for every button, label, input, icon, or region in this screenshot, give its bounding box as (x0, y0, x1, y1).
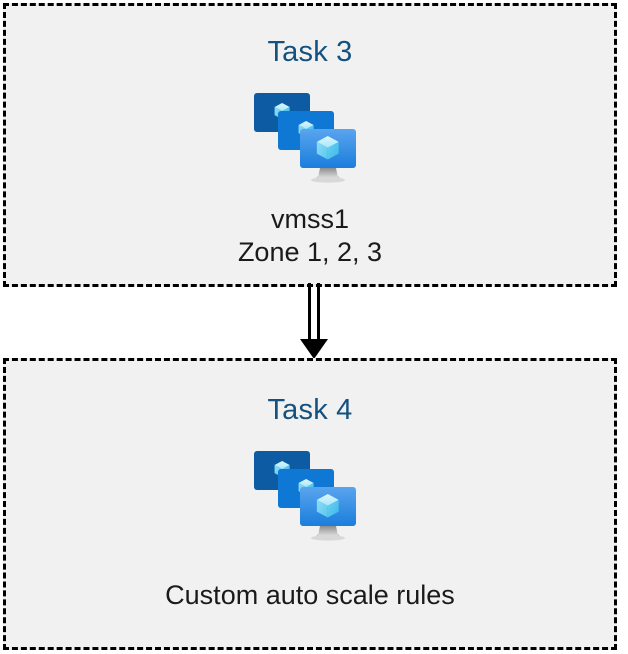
double-line-arrow-down (294, 283, 334, 361)
task-box-task-3[interactable]: Task 3 (3, 3, 617, 287)
task-box-title: Task 4 (267, 394, 353, 426)
task-box-caption: vmss1 Zone 1, 2, 3 (238, 203, 382, 270)
caption-line: Zone 1, 2, 3 (237, 237, 383, 268)
caption-line: vmss1 (270, 204, 349, 234)
virtual-machine-scale-set-icon (250, 89, 370, 187)
task-box-title: Task 3 (267, 36, 353, 68)
virtual-machine-scale-set-icon (250, 447, 370, 545)
caption-line: Custom auto scale rules (165, 580, 455, 610)
task-box-caption: Custom auto scale rules (165, 579, 455, 612)
task-box-task-4[interactable]: Task 4 (3, 358, 617, 650)
